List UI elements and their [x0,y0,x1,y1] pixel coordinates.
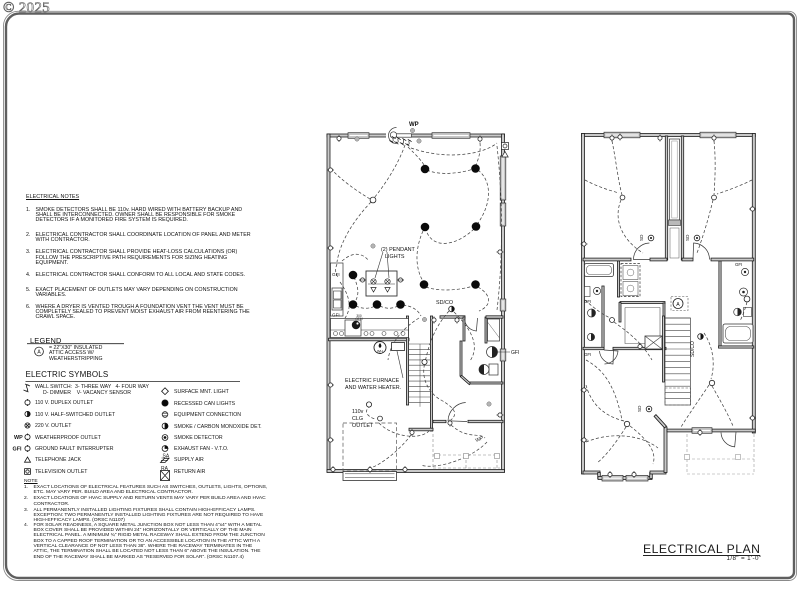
svg-text:GFI: GFI [584,352,591,357]
svg-text:SD: SD [637,405,642,412]
svg-text:A: A [676,302,680,308]
svg-text:110v: 110v [352,409,364,415]
svg-text:SD: SD [639,234,644,241]
svg-text:GFI: GFI [332,313,340,318]
svg-text:300: 300 [356,314,362,318]
svg-text:GFI: GFI [332,272,340,277]
svg-text:LIGHTS: LIGHTS [385,254,405,260]
svg-text:(2) PENDANT: (2) PENDANT [381,247,416,253]
svg-text:OUTLET: OUTLET [352,423,374,429]
svg-text:SA: SA [163,454,170,460]
svg-text:AND WATER HEATER.: AND WATER HEATER. [345,385,401,391]
svg-text:GFI: GFI [735,262,742,267]
svg-text:WP: WP [409,122,419,128]
svg-text:A: A [37,350,41,356]
svg-text:GFI: GFI [13,447,22,453]
svg-text:GFI: GFI [584,299,591,304]
svg-text:SD/CO: SD/CO [690,341,696,357]
svg-text:SD: SD [685,234,690,241]
svg-text:CLG: CLG [352,416,363,422]
svg-text:WH: WH [377,350,383,354]
svg-text:SD/CO: SD/CO [436,300,453,306]
svg-text:WP: WP [475,435,485,444]
svg-text:RA: RA [161,466,169,472]
svg-text:ELECTRIC FURNACE: ELECTRIC FURNACE [345,378,400,384]
svg-text:GFI: GFI [511,350,519,356]
svg-text:WP: WP [14,435,23,441]
svg-text:OTM: OTM [355,317,362,321]
